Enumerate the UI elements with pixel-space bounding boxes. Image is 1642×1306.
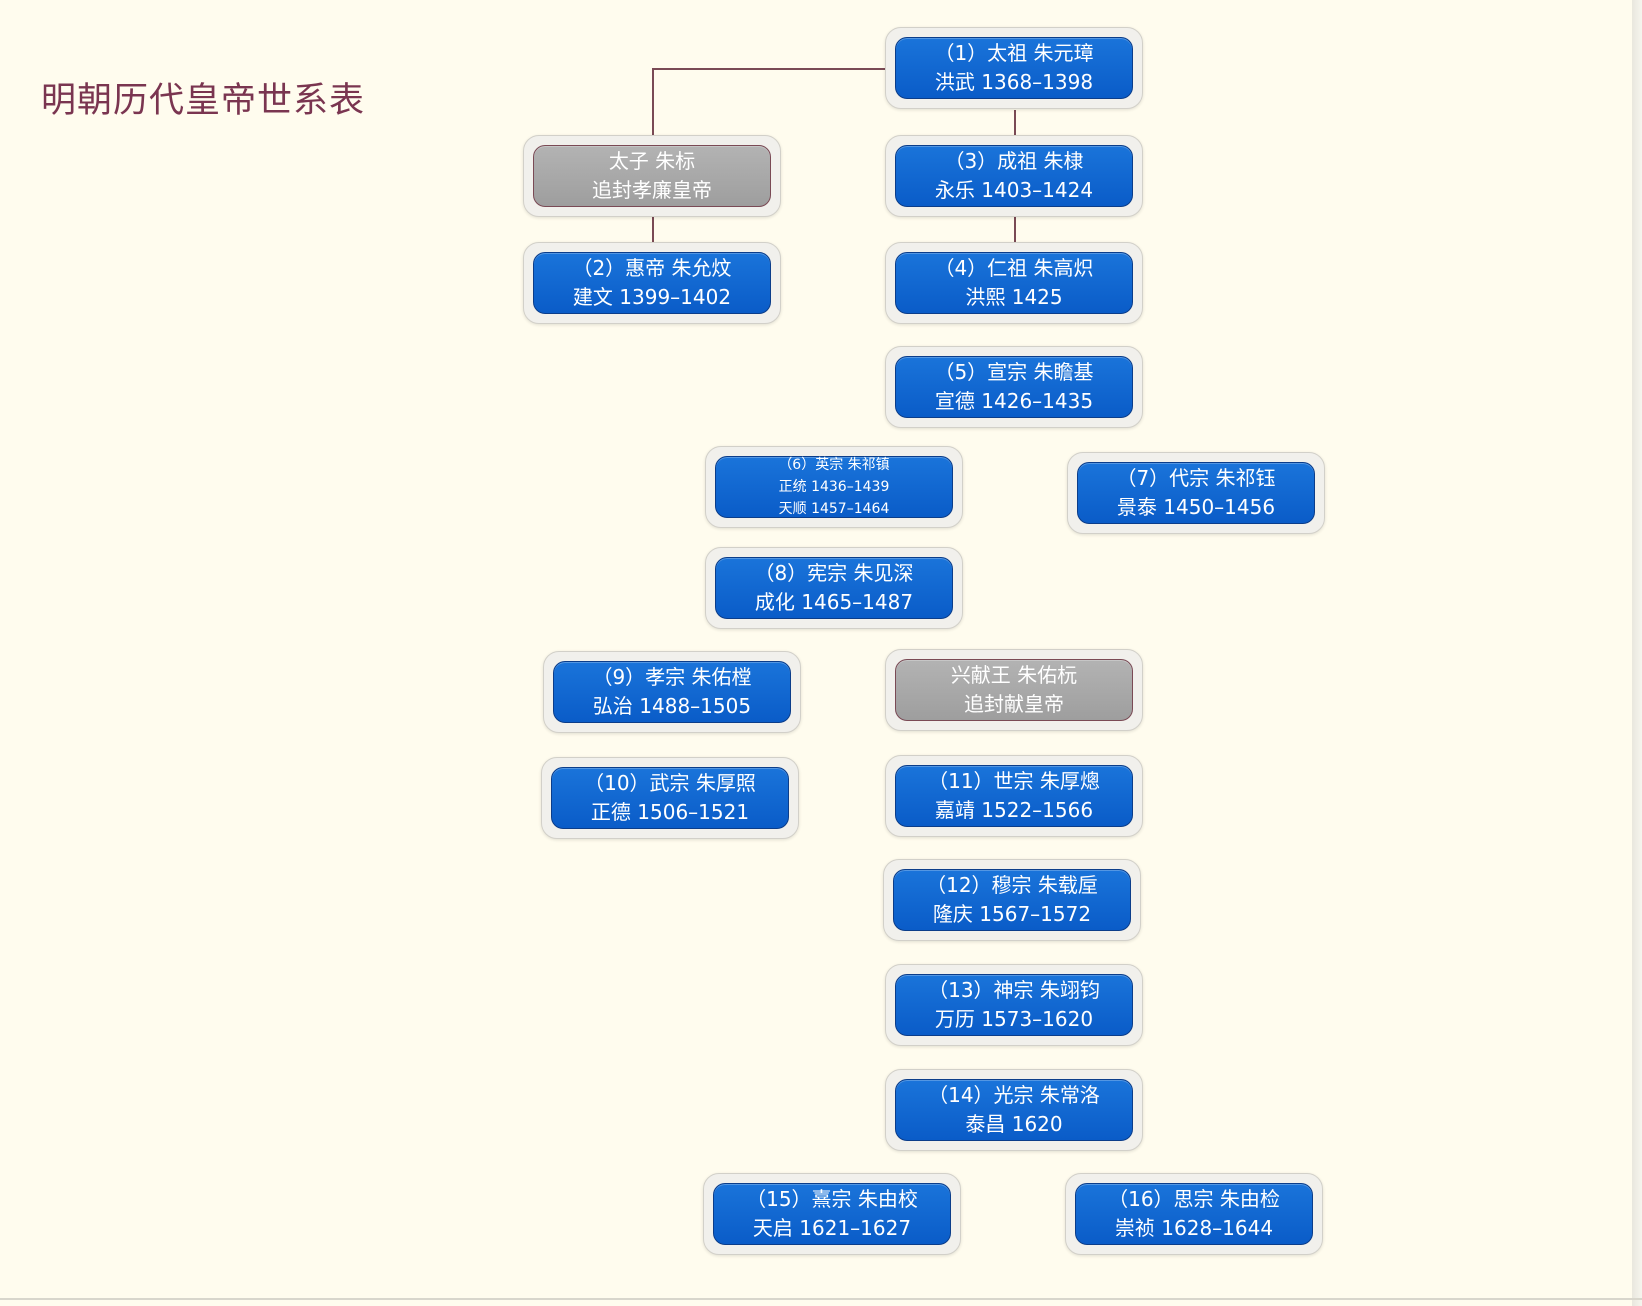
node-emperor-12-muzong[interactable]: （12）穆宗 朱载垕隆庆 1567–1572 xyxy=(883,859,1141,941)
node-era: 崇祯 1628–1644 xyxy=(1114,1216,1274,1240)
node-title: （4）仁祖 朱高炽 xyxy=(934,256,1094,280)
node-era: 泰昌 1620 xyxy=(965,1112,1063,1136)
node-emperor-1-taizu[interactable]: （1）太祖 朱元璋洪武 1368–1398 xyxy=(885,27,1143,109)
node-era: 正统 1436–1439 xyxy=(778,479,890,495)
page-title: 明朝历代皇帝世系表 xyxy=(41,81,366,121)
node-era: 追封献皇帝 xyxy=(964,692,1064,716)
node-title: （6）英宗 朱祁镇 xyxy=(778,457,890,473)
node-emperor-16-sizong[interactable]: （16）思宗 朱由检崇祯 1628–1644 xyxy=(1065,1173,1323,1255)
node-title: 兴献王 朱佑杬 xyxy=(950,663,1078,687)
node-emperor-11-shizong[interactable]: （11）世宗 朱厚熜嘉靖 1522–1566 xyxy=(885,755,1143,837)
connector-taizu-to-zhubiao-vertical xyxy=(652,68,654,136)
node-emperor-3-chengzu[interactable]: （3）成祖 朱棣永乐 1403–1424 xyxy=(885,135,1143,217)
node-title: （15）熹宗 朱由校 xyxy=(746,1187,918,1211)
node-era: 嘉靖 1522–1566 xyxy=(934,798,1094,822)
right-edge xyxy=(1632,0,1642,1306)
node-emperor-5-xuanzong[interactable]: （5）宣宗 朱瞻基宣德 1426–1435 xyxy=(885,346,1143,428)
node-era: 宣德 1426–1435 xyxy=(934,389,1094,413)
node-title: （12）穆宗 朱载垕 xyxy=(926,873,1098,897)
node-emperor-7-daizong[interactable]: （7）代宗 朱祁钰景泰 1450–1456 xyxy=(1067,452,1325,534)
node-title: （16）思宗 朱由检 xyxy=(1108,1187,1280,1211)
node-era: 正德 1506–1521 xyxy=(590,800,750,824)
node-emperor-10-wuzong[interactable]: （10）武宗 朱厚照正德 1506–1521 xyxy=(541,757,799,839)
node-era: 天启 1621–1627 xyxy=(752,1216,912,1240)
node-era: 万历 1573–1620 xyxy=(934,1007,1094,1031)
connector-taizu-to-zhubiao-horizontal xyxy=(652,68,885,70)
node-title: （7）代宗 朱祁钰 xyxy=(1116,466,1276,490)
node-title: （9）孝宗 朱佑樘 xyxy=(592,665,752,689)
node-crown-prince-zhubiao[interactable]: 太子 朱标追封孝廉皇帝 xyxy=(523,135,781,217)
node-era: 弘治 1488–1505 xyxy=(592,694,752,718)
node-title: （2）惠帝 朱允炆 xyxy=(572,256,732,280)
connector-taizu-to-chengzu xyxy=(1014,110,1016,138)
node-era: 永乐 1403–1424 xyxy=(934,178,1094,202)
node-title: （8）宪宗 朱见深 xyxy=(754,561,914,585)
node-era-second: 天顺 1457–1464 xyxy=(778,501,890,517)
node-emperor-4-renzu[interactable]: （4）仁祖 朱高炽洪熙 1425 xyxy=(885,242,1143,324)
node-title: （10）武宗 朱厚照 xyxy=(584,771,756,795)
node-era: 成化 1465–1487 xyxy=(754,590,914,614)
node-title: （1）太祖 朱元璋 xyxy=(934,41,1094,65)
node-title: 太子 朱标 xyxy=(608,149,696,173)
node-emperor-13-shenzong[interactable]: （13）神宗 朱翊钧万历 1573–1620 xyxy=(885,964,1143,1046)
node-title: （3）成祖 朱棣 xyxy=(944,149,1084,173)
node-emperor-14-guangzong[interactable]: （14）光宗 朱常洛泰昌 1620 xyxy=(885,1069,1143,1151)
node-emperor-15-xizong[interactable]: （15）熹宗 朱由校天启 1621–1627 xyxy=(703,1173,961,1255)
node-title: （14）光宗 朱常洛 xyxy=(928,1083,1100,1107)
node-title: （11）世宗 朱厚熜 xyxy=(928,769,1100,793)
node-title: （13）神宗 朱翊钧 xyxy=(928,978,1100,1002)
node-era: 隆庆 1567–1572 xyxy=(932,902,1092,926)
node-era: 建文 1399–1402 xyxy=(572,285,732,309)
connector-zhubiao-to-huidi xyxy=(652,216,654,243)
node-era: 洪熙 1425 xyxy=(965,285,1063,309)
bottom-border xyxy=(0,1298,1642,1300)
node-emperor-9-xiaozong[interactable]: （9）孝宗 朱佑樘弘治 1488–1505 xyxy=(543,651,801,733)
node-emperor-2-huidi[interactable]: （2）惠帝 朱允炆建文 1399–1402 xyxy=(523,242,781,324)
node-era: 追封孝廉皇帝 xyxy=(592,178,712,202)
node-emperor-8-xianzong[interactable]: （8）宪宗 朱见深成化 1465–1487 xyxy=(705,547,963,629)
node-title: （5）宣宗 朱瞻基 xyxy=(934,360,1094,384)
node-era: 洪武 1368–1398 xyxy=(934,70,1094,94)
connector-chengzu-to-renzu xyxy=(1014,216,1016,243)
node-prince-xingxian[interactable]: 兴献王 朱佑杬追封献皇帝 xyxy=(885,649,1143,731)
node-era: 景泰 1450–1456 xyxy=(1116,495,1276,519)
node-emperor-6-yingzong[interactable]: （6）英宗 朱祁镇正统 1436–1439 天顺 1457–1464 xyxy=(705,446,963,528)
